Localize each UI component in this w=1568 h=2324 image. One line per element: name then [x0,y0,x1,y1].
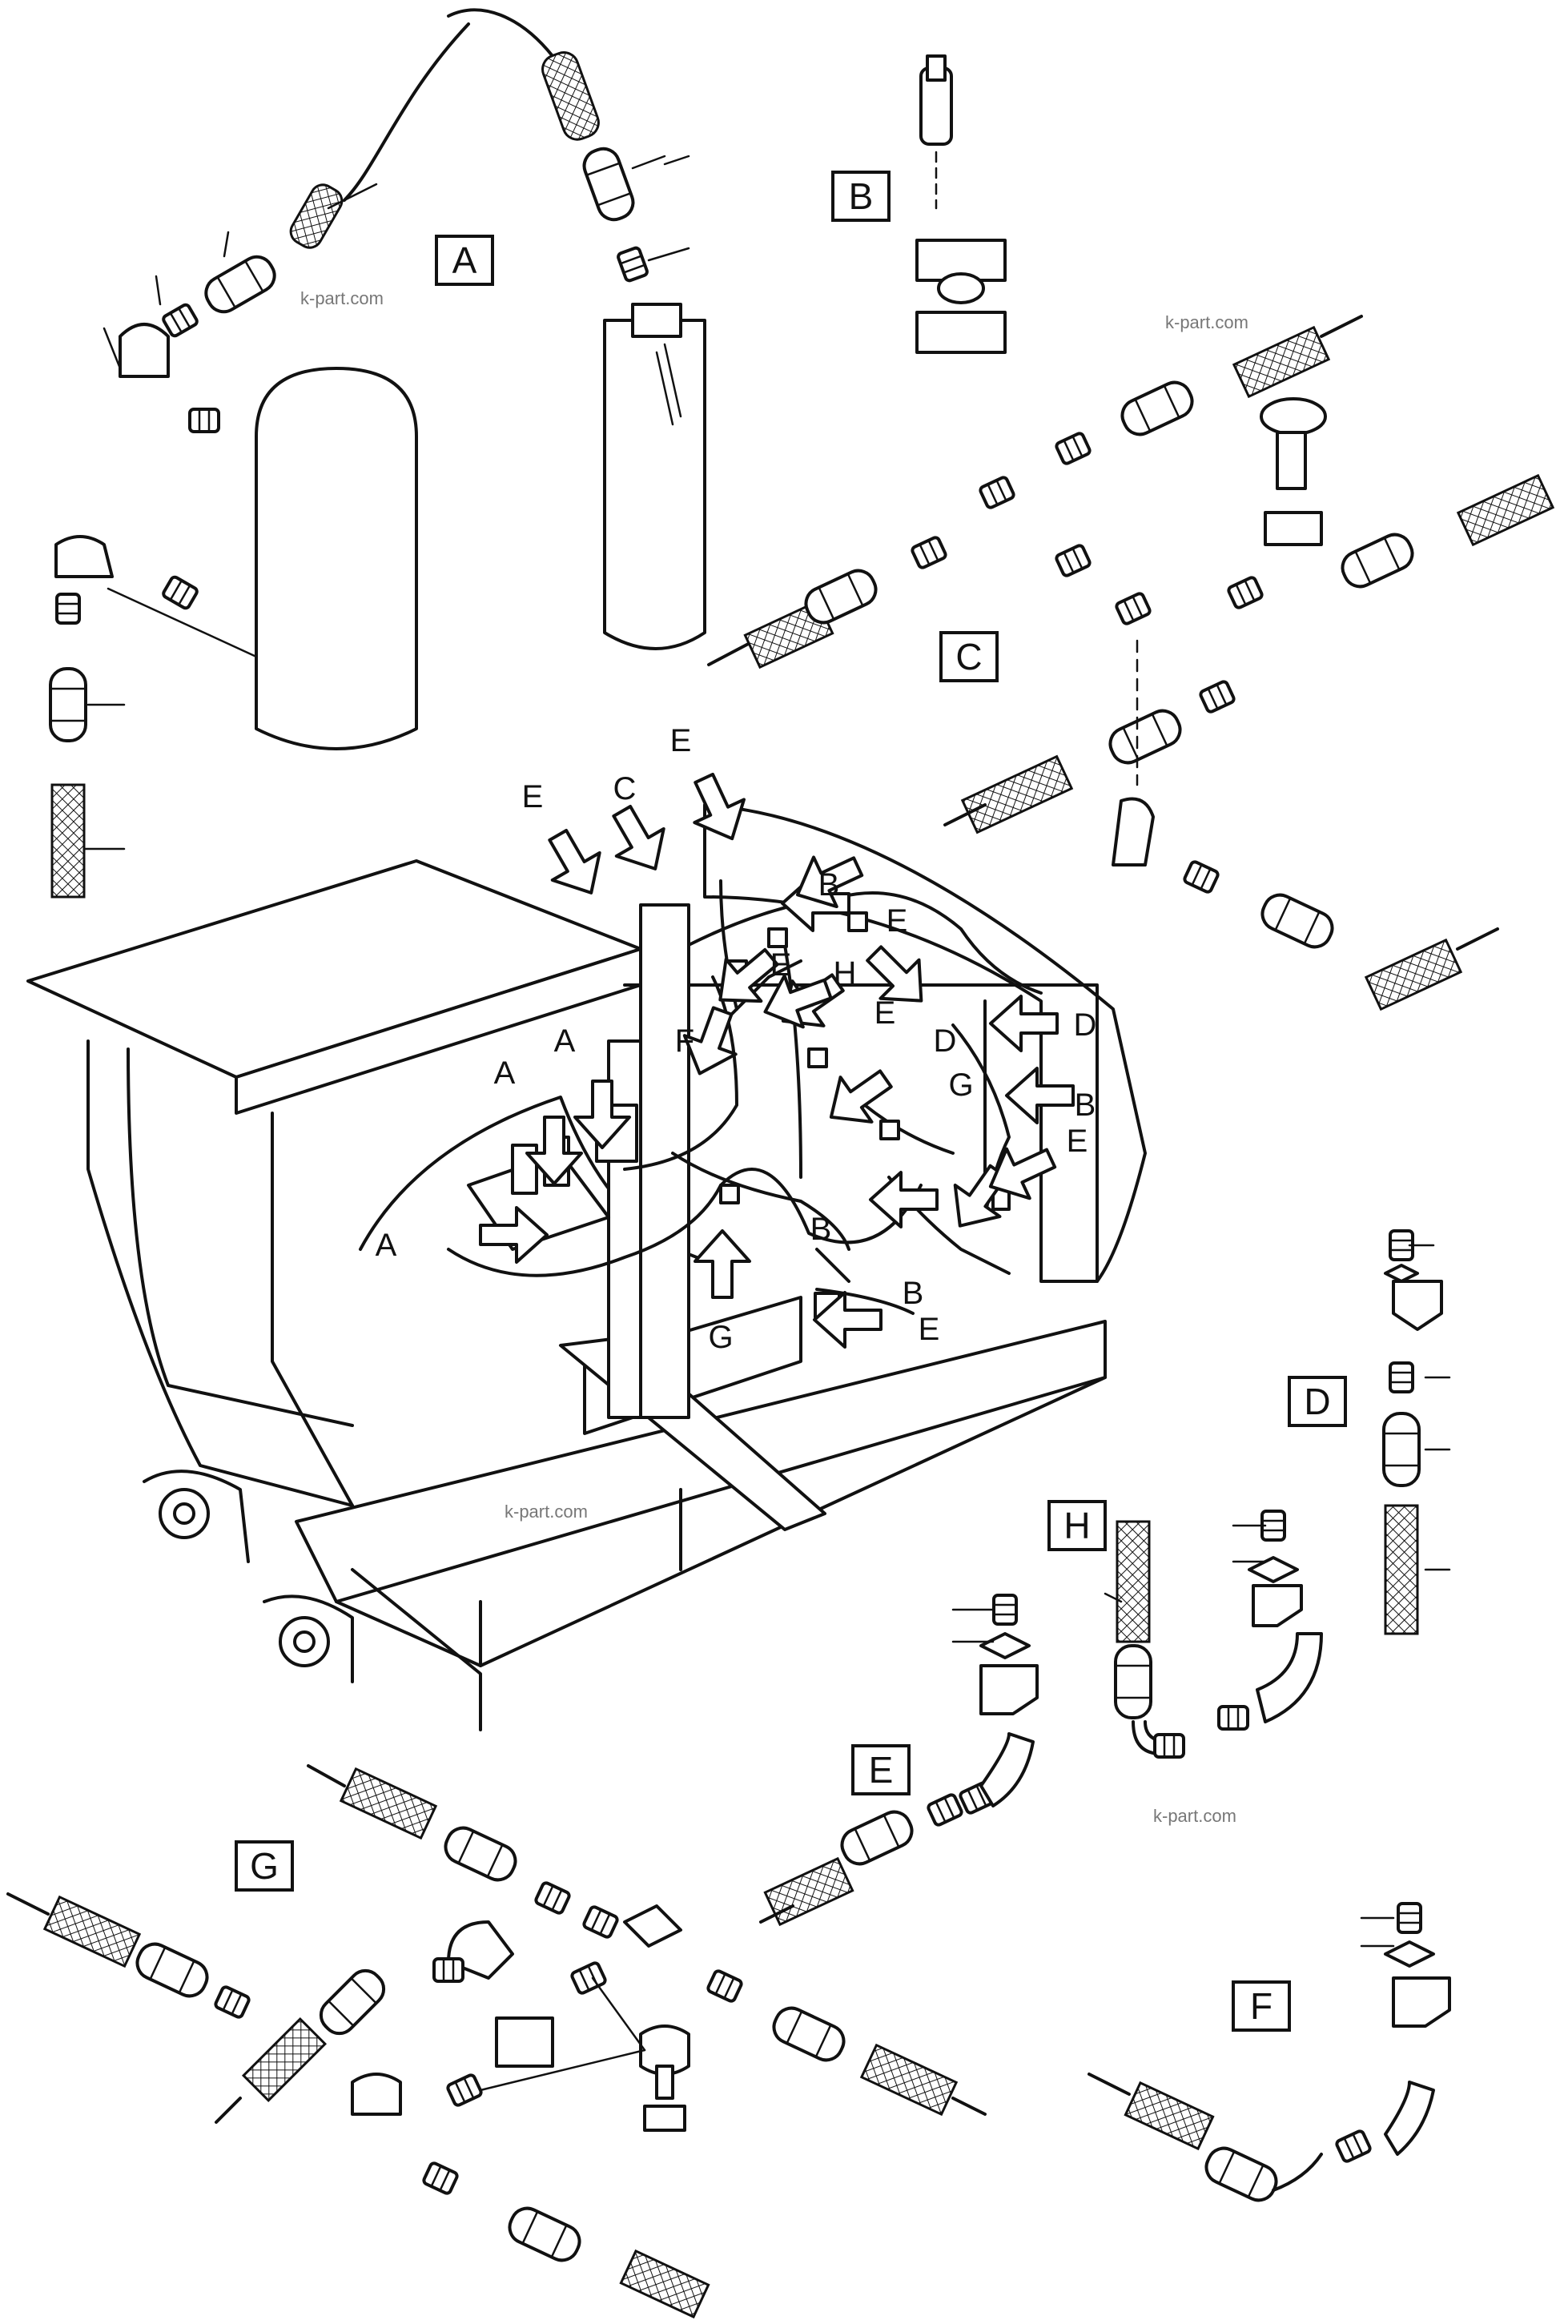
arrow-label-e: E [874,995,896,1031]
watermark: k-part.com [505,1502,588,1522]
arrow-label-g: G [708,1320,733,1355]
main-arrows [479,772,1075,1349]
main-assembly [26,803,1147,1731]
arrow-label-e: E [919,1312,940,1347]
detail-c [707,315,1555,1011]
arrow-label-f: F [675,1023,694,1059]
callout-d: D [1288,1376,1347,1427]
arrow-label-b: B [810,1212,832,1247]
watermark: k-part.com [300,288,384,308]
callout-f: F [1232,1980,1291,2032]
arrow-label-e: E [522,779,544,814]
callout-label-a: A [452,239,477,281]
detail-a [49,8,706,899]
arrow-label-h: H [834,955,857,991]
detail-b [915,54,1007,354]
detail-h [1114,1510,1323,1759]
callout-c: C [939,631,999,682]
arrow-label-a: A [554,1023,576,1059]
arrow-label-a: A [376,1228,397,1263]
watermark: k-part.com [1153,1806,1236,1826]
arrow-label-e: E [1067,1124,1088,1159]
watermark: k-part.com [1165,312,1248,332]
detail-f [1088,1902,1451,2207]
arrow-label-e: E [770,947,792,983]
arrow-label-e: E [670,723,692,758]
callout-b: B [831,171,891,222]
arrow-label-b: B [1075,1088,1096,1123]
arrow-label-b: B [818,867,840,903]
callout-label-c: C [955,636,982,677]
arrow-labels: A A A B B B B C D D E E E E E E E F G G … [376,723,1097,1355]
callout-label-g: G [250,1845,279,1887]
arrow-label-c: C [613,771,637,806]
callout-label-b: B [849,175,874,217]
detail-d [1382,1229,1443,1635]
arrow-label-a: A [494,1055,516,1091]
leader-lines [82,155,1451,1948]
callout-label-d: D [1304,1381,1330,1422]
callout-g: G [235,1840,294,1892]
arrow-label-g: G [948,1068,973,1103]
callout-a: A [435,235,494,286]
detail-e [759,1594,1039,1927]
callout-label-f: F [1250,1985,1272,2027]
arrow-label-d: D [1074,1007,1097,1043]
arrow-label-d: D [934,1023,957,1059]
callout-e: E [851,1744,911,1795]
callout-h: H [1047,1500,1107,1551]
callout-label-h: H [1063,1505,1090,1546]
callout-label-e: E [869,1749,894,1791]
detail-g [6,1764,987,2319]
arrow-label-b: B [903,1276,924,1311]
arrow-label-e: E [887,903,908,939]
